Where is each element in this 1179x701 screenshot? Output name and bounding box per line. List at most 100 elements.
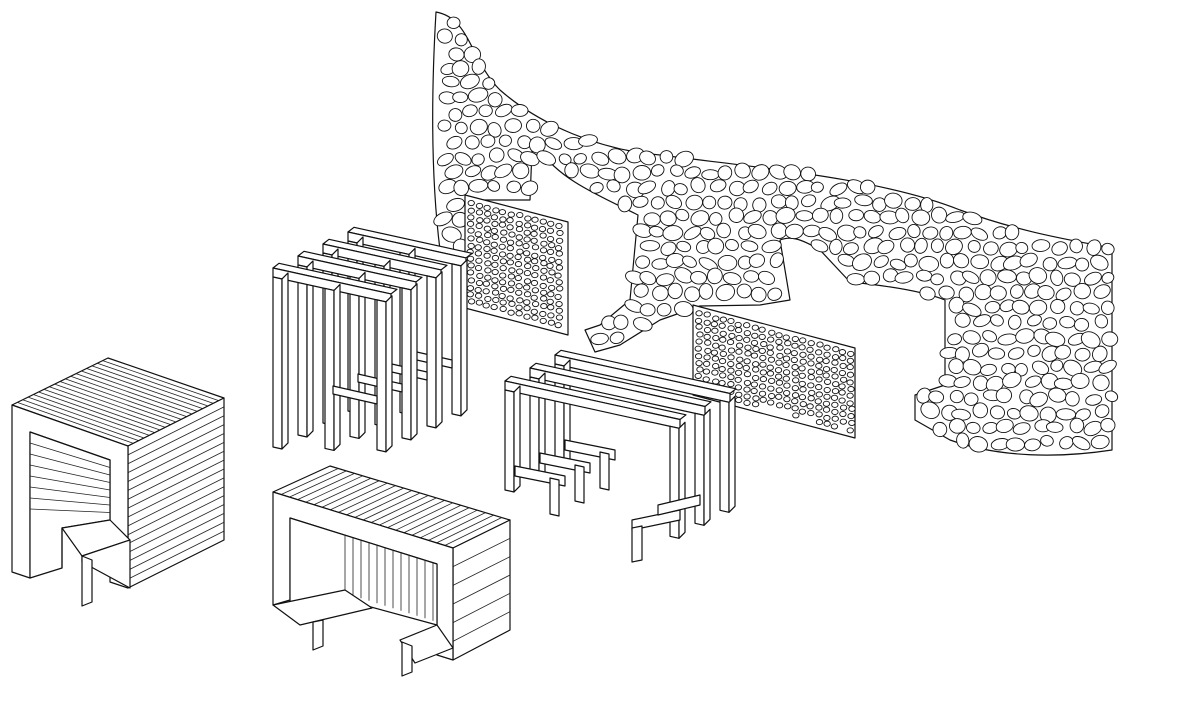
infill-stone: [530, 294, 538, 301]
infill-stone: [782, 369, 791, 376]
infill-stone: [482, 302, 490, 309]
infill-stone: [530, 279, 539, 287]
stone: [478, 104, 493, 118]
infill-stone: [734, 384, 743, 391]
infill-stone: [466, 285, 475, 292]
infill-stone: [498, 243, 506, 250]
stone: [967, 240, 981, 253]
infill-stone: [758, 347, 766, 354]
infill-stone: [750, 352, 759, 359]
infill-stone: [516, 211, 524, 219]
infill-stone: [530, 258, 539, 265]
frame-seat-leg: [549, 477, 560, 517]
infill-stone: [514, 261, 523, 268]
infill-stone: [752, 345, 760, 352]
stone: [903, 253, 918, 268]
timber-frame-tall: [297, 250, 423, 441]
stone: [1104, 390, 1119, 403]
stone: [931, 206, 948, 224]
stone: [982, 330, 998, 343]
stone: [1029, 391, 1048, 408]
stone: [810, 181, 824, 193]
roof-plank: [81, 370, 198, 412]
stone: [1011, 299, 1030, 315]
infill-stone: [540, 289, 548, 296]
timber-frame-low: [554, 349, 737, 513]
infill-stone: [524, 222, 532, 229]
infill-stone: [846, 379, 854, 386]
infill-stone: [696, 331, 704, 338]
stone: [894, 271, 914, 284]
infill-stone: [798, 372, 806, 379]
infill-stone: [727, 354, 735, 361]
infill-stone: [742, 364, 750, 372]
stone: [606, 179, 621, 193]
infill-stone: [467, 235, 475, 242]
infill-stone: [767, 385, 775, 392]
infill-stone: [807, 374, 815, 381]
infill-stone: [718, 366, 726, 373]
stone: [989, 285, 1007, 301]
infill-stone: [832, 346, 840, 353]
infill-stone: [467, 277, 476, 284]
infill-stone: [743, 386, 751, 393]
infill-stone: [523, 305, 531, 312]
infill-stone: [548, 284, 556, 291]
infill-stone: [539, 254, 547, 261]
roof-plank: [70, 375, 187, 418]
infill-stone: [759, 396, 767, 403]
frame-post-side: [678, 421, 686, 539]
infill-stone: [539, 247, 548, 254]
infill-stone: [768, 377, 776, 384]
infill-stone: [491, 233, 499, 241]
infill-stone: [499, 299, 507, 306]
infill-stone: [766, 364, 774, 371]
infill-stone: [475, 279, 484, 287]
stone: [482, 77, 496, 90]
infill-stone: [735, 335, 743, 342]
infill-stone: [799, 351, 807, 358]
side-plank: [127, 513, 225, 562]
frame-post: [694, 412, 705, 526]
stone: [1008, 314, 1022, 330]
infill-stone: [744, 350, 752, 357]
stone: [1005, 437, 1025, 452]
infill-stone: [823, 344, 831, 351]
roof-plank: [22, 399, 139, 442]
infill-stone: [547, 304, 555, 311]
infill-stone: [490, 214, 499, 221]
stone: [650, 196, 665, 210]
infill-stone: [767, 356, 776, 363]
frame-post-side: [281, 272, 289, 450]
infill-stone: [499, 285, 508, 292]
stone: [544, 137, 563, 150]
infill-stone: [546, 298, 554, 305]
infill-stone: [508, 300, 516, 307]
infill-stone: [514, 253, 522, 261]
infill-stone: [556, 229, 564, 237]
infill-stone: [831, 354, 840, 361]
frame-post-side: [410, 283, 418, 441]
infill-stone: [548, 269, 556, 276]
infill-stone: [807, 382, 815, 389]
infill-stone: [846, 427, 854, 434]
back-plank: [29, 497, 111, 506]
loose-seat-rail: [657, 494, 701, 516]
stone: [643, 212, 661, 227]
stone: [848, 209, 864, 222]
stone: [914, 237, 928, 254]
stone: [722, 272, 742, 285]
stone: [811, 207, 829, 223]
stone: [448, 108, 463, 122]
stone: [801, 194, 817, 208]
infill-stone: [750, 339, 759, 346]
infill-stone: [476, 217, 484, 224]
stone: [758, 270, 776, 285]
infill-stone: [806, 346, 814, 353]
stone: [972, 342, 989, 358]
stone: [970, 254, 990, 270]
infill-stone: [711, 355, 720, 362]
infill-stone: [848, 419, 856, 426]
stone: [525, 118, 541, 133]
stone: [437, 119, 452, 132]
